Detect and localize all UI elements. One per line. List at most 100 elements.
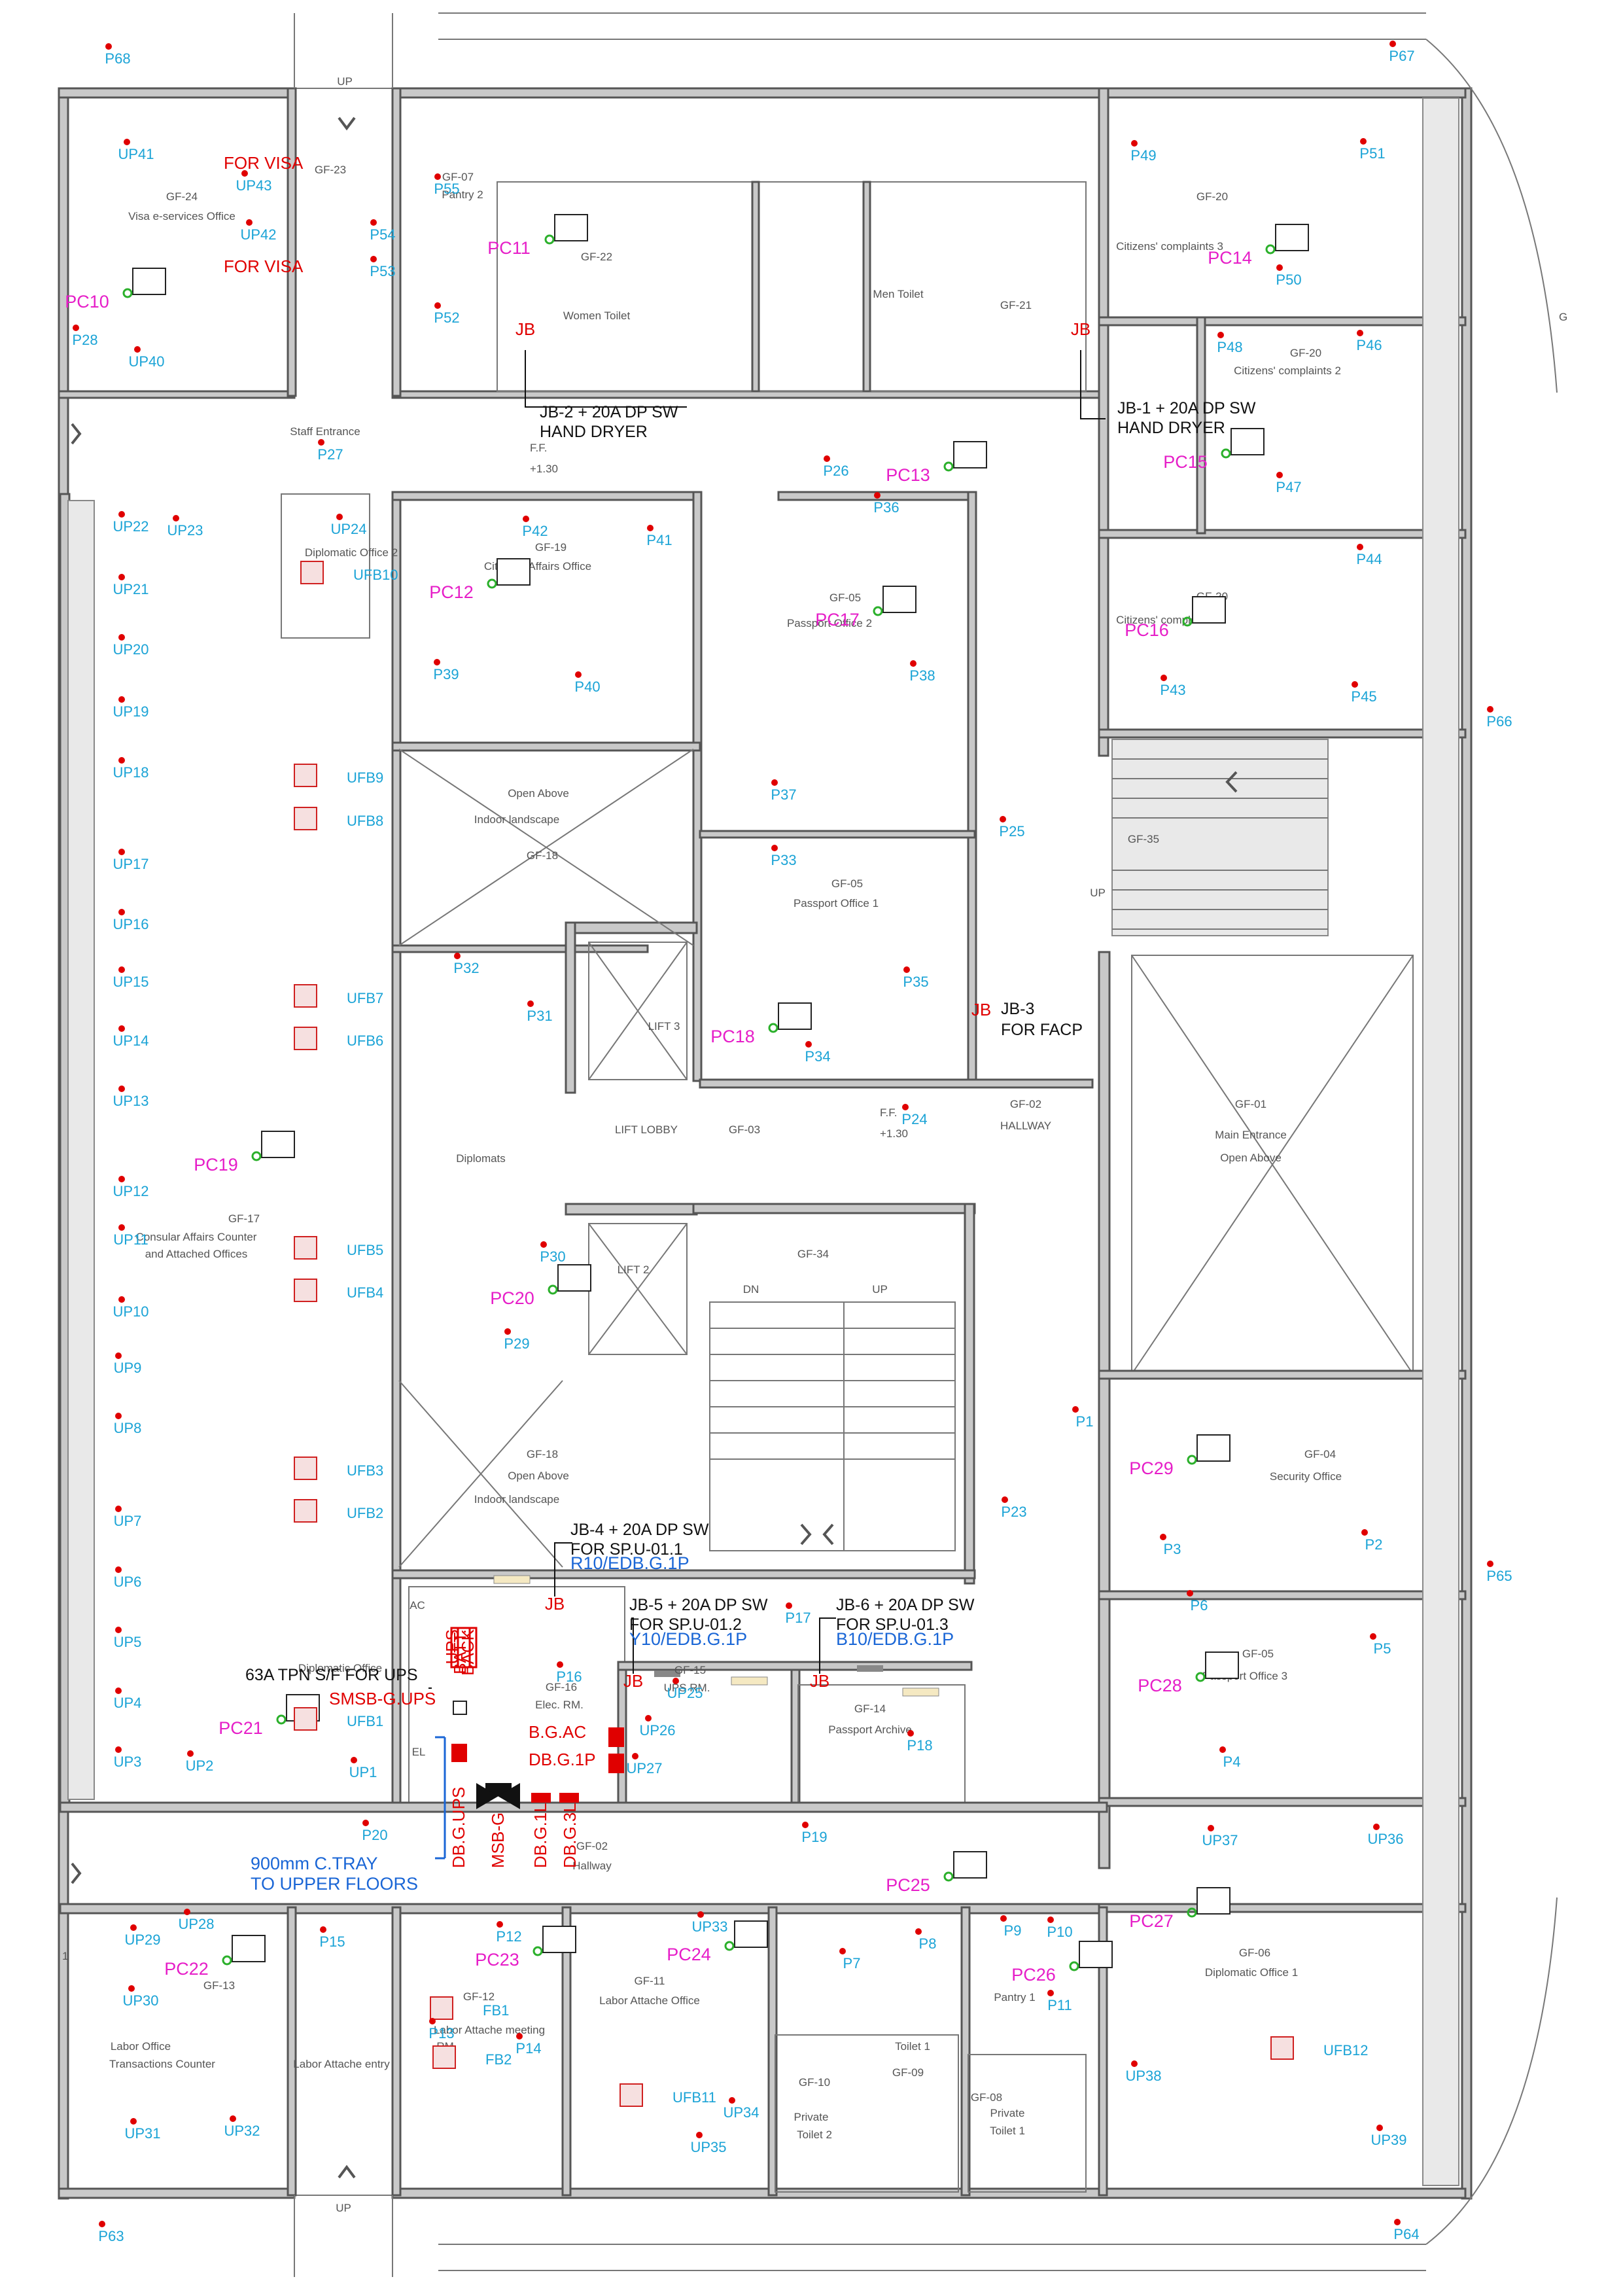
- socket-marker: [647, 525, 654, 531]
- socket-marker: [118, 574, 125, 580]
- power-point-label: P33: [771, 852, 796, 868]
- socket-marker: [115, 1627, 122, 1633]
- room-label: GF-24: [166, 190, 198, 203]
- room-label: GF-01: [1235, 1098, 1266, 1110]
- socket-marker: [527, 1000, 534, 1007]
- pc-unit: [132, 268, 166, 295]
- socket-marker: [516, 2033, 523, 2040]
- power-point-label: P43: [1160, 682, 1185, 698]
- underfloor-point-label: UP25: [667, 1685, 703, 1701]
- socket-marker: [557, 1661, 563, 1668]
- floor-boxes: UFB10UFB9UFB8UFB7UFB6UFB5UFB4UFB3UFB2UFB…: [294, 561, 1368, 2107]
- room-label: Transactions Counter: [109, 2058, 215, 2070]
- panel-label: DB.G.1L: [531, 1803, 550, 1868]
- socket-marker: [1376, 2125, 1383, 2131]
- junction-box-label: JB: [515, 319, 535, 339]
- power-point-label: P66: [1486, 713, 1512, 730]
- power-point-label: P30: [540, 1248, 565, 1265]
- socket-marker: [497, 1921, 503, 1928]
- stair-label: AC: [410, 1599, 425, 1612]
- room-label: UPS RM.: [664, 1682, 710, 1694]
- panel-label: DB.G.3L: [560, 1803, 580, 1868]
- power-point-label: P44: [1356, 551, 1382, 567]
- pc-outlet: [276, 1714, 287, 1725]
- room-label: GF-10: [799, 2076, 830, 2089]
- power-point-label: P4: [1223, 1754, 1241, 1770]
- power-point-label: P47: [1276, 479, 1301, 495]
- power-point-label: P6: [1191, 1597, 1208, 1614]
- underfloor-point-label: UP18: [113, 764, 148, 781]
- edge-label: 1: [62, 1950, 68, 1962]
- floor-box-symbol: [430, 1996, 453, 2020]
- underfloor-point-label: UP27: [626, 1760, 662, 1776]
- room-label: GF-34: [797, 1248, 829, 1260]
- socket-marker: [115, 1687, 122, 1694]
- socket-marker: [99, 2221, 105, 2227]
- room-label: GF-02: [576, 1840, 608, 1852]
- room-label: Pantry 2: [442, 188, 483, 201]
- socket-marker: [1276, 264, 1283, 271]
- ups-tag: BACK: [458, 1629, 478, 1675]
- pc-outlet: [122, 288, 133, 298]
- socket-marker: [1389, 41, 1396, 47]
- pc-label: PC23: [475, 1950, 519, 1969]
- socket-marker: [902, 1104, 909, 1110]
- annotation-text: FOR SP.U-01.2: [629, 1616, 742, 1634]
- pc-unit: [261, 1131, 295, 1158]
- room-label: GF-02: [1010, 1098, 1041, 1110]
- room-label: GF-07: [442, 171, 474, 183]
- power-point-label: P26: [823, 463, 848, 479]
- socket-marker: [1000, 1915, 1007, 1922]
- room-label: GF-06: [1239, 1947, 1270, 1959]
- room-label: Elec. RM.: [535, 1699, 584, 1711]
- power-point-label: P40: [574, 679, 600, 695]
- pc-label: PC26: [1011, 1965, 1056, 1985]
- pc-label: PC19: [194, 1155, 238, 1174]
- floor-box-symbol: [1270, 2036, 1294, 2060]
- floor-box-symbol: [294, 1707, 317, 1731]
- socket-marker: [645, 1715, 652, 1722]
- pc-unit: [554, 214, 588, 241]
- power-point-label: P20: [362, 1827, 387, 1843]
- power-point-label: P27: [317, 446, 343, 463]
- room-label: Labor Attache meeting: [434, 2024, 545, 2036]
- power-point-label: P11: [1047, 1997, 1072, 2013]
- annotation-text: DB.G.1P: [529, 1750, 596, 1769]
- stair-label: EL: [412, 1746, 426, 1758]
- room-label: GF-22: [581, 251, 612, 263]
- pc-unit: [1205, 1651, 1239, 1679]
- socket-marker: [632, 1753, 638, 1759]
- pc-outlet: [222, 1955, 232, 1966]
- socket-marker: [839, 1948, 846, 1954]
- room-label: Staff Entrance: [290, 425, 360, 438]
- underfloor-point-label: UP12: [113, 1183, 148, 1199]
- annotation-text: JB-5 + 20A DP SW: [629, 1596, 768, 1614]
- power-point-label: P7: [843, 1955, 861, 1971]
- power-point-label: P38: [909, 667, 935, 684]
- pc-label: PC11: [487, 238, 531, 258]
- socket-marker: [115, 1352, 122, 1359]
- power-point-label: P45: [1351, 688, 1376, 705]
- room-label: Main Entrance: [1215, 1129, 1287, 1141]
- room-label: Visa e-services Office: [128, 210, 236, 222]
- pc-unit: [1230, 428, 1265, 455]
- pc-outlet: [1182, 616, 1193, 627]
- pc-outlet: [1187, 1455, 1197, 1465]
- socket-marker: [173, 515, 179, 521]
- annotation-text: JB-1 + 20A DP SW: [1117, 399, 1256, 417]
- floor-box-label: UFB12: [1323, 2042, 1368, 2058]
- floor-box-symbol: [294, 1499, 317, 1523]
- annotation-text: HAND DRYER: [540, 423, 648, 441]
- room-label: Diplomats: [456, 1152, 506, 1165]
- level-mark: +1.30: [530, 463, 558, 475]
- socket-marker: [184, 1909, 190, 1915]
- pc-outlet: [1221, 448, 1231, 459]
- room-label: Indoor landscape: [474, 1493, 559, 1506]
- socket-marker: [118, 511, 125, 518]
- room-label: GF-05: [829, 592, 861, 604]
- socket-marker: [805, 1041, 812, 1048]
- underfloor-point-label: UP26: [639, 1722, 675, 1739]
- room-label: GF-23: [315, 164, 346, 176]
- socket-marker: [1072, 1406, 1079, 1413]
